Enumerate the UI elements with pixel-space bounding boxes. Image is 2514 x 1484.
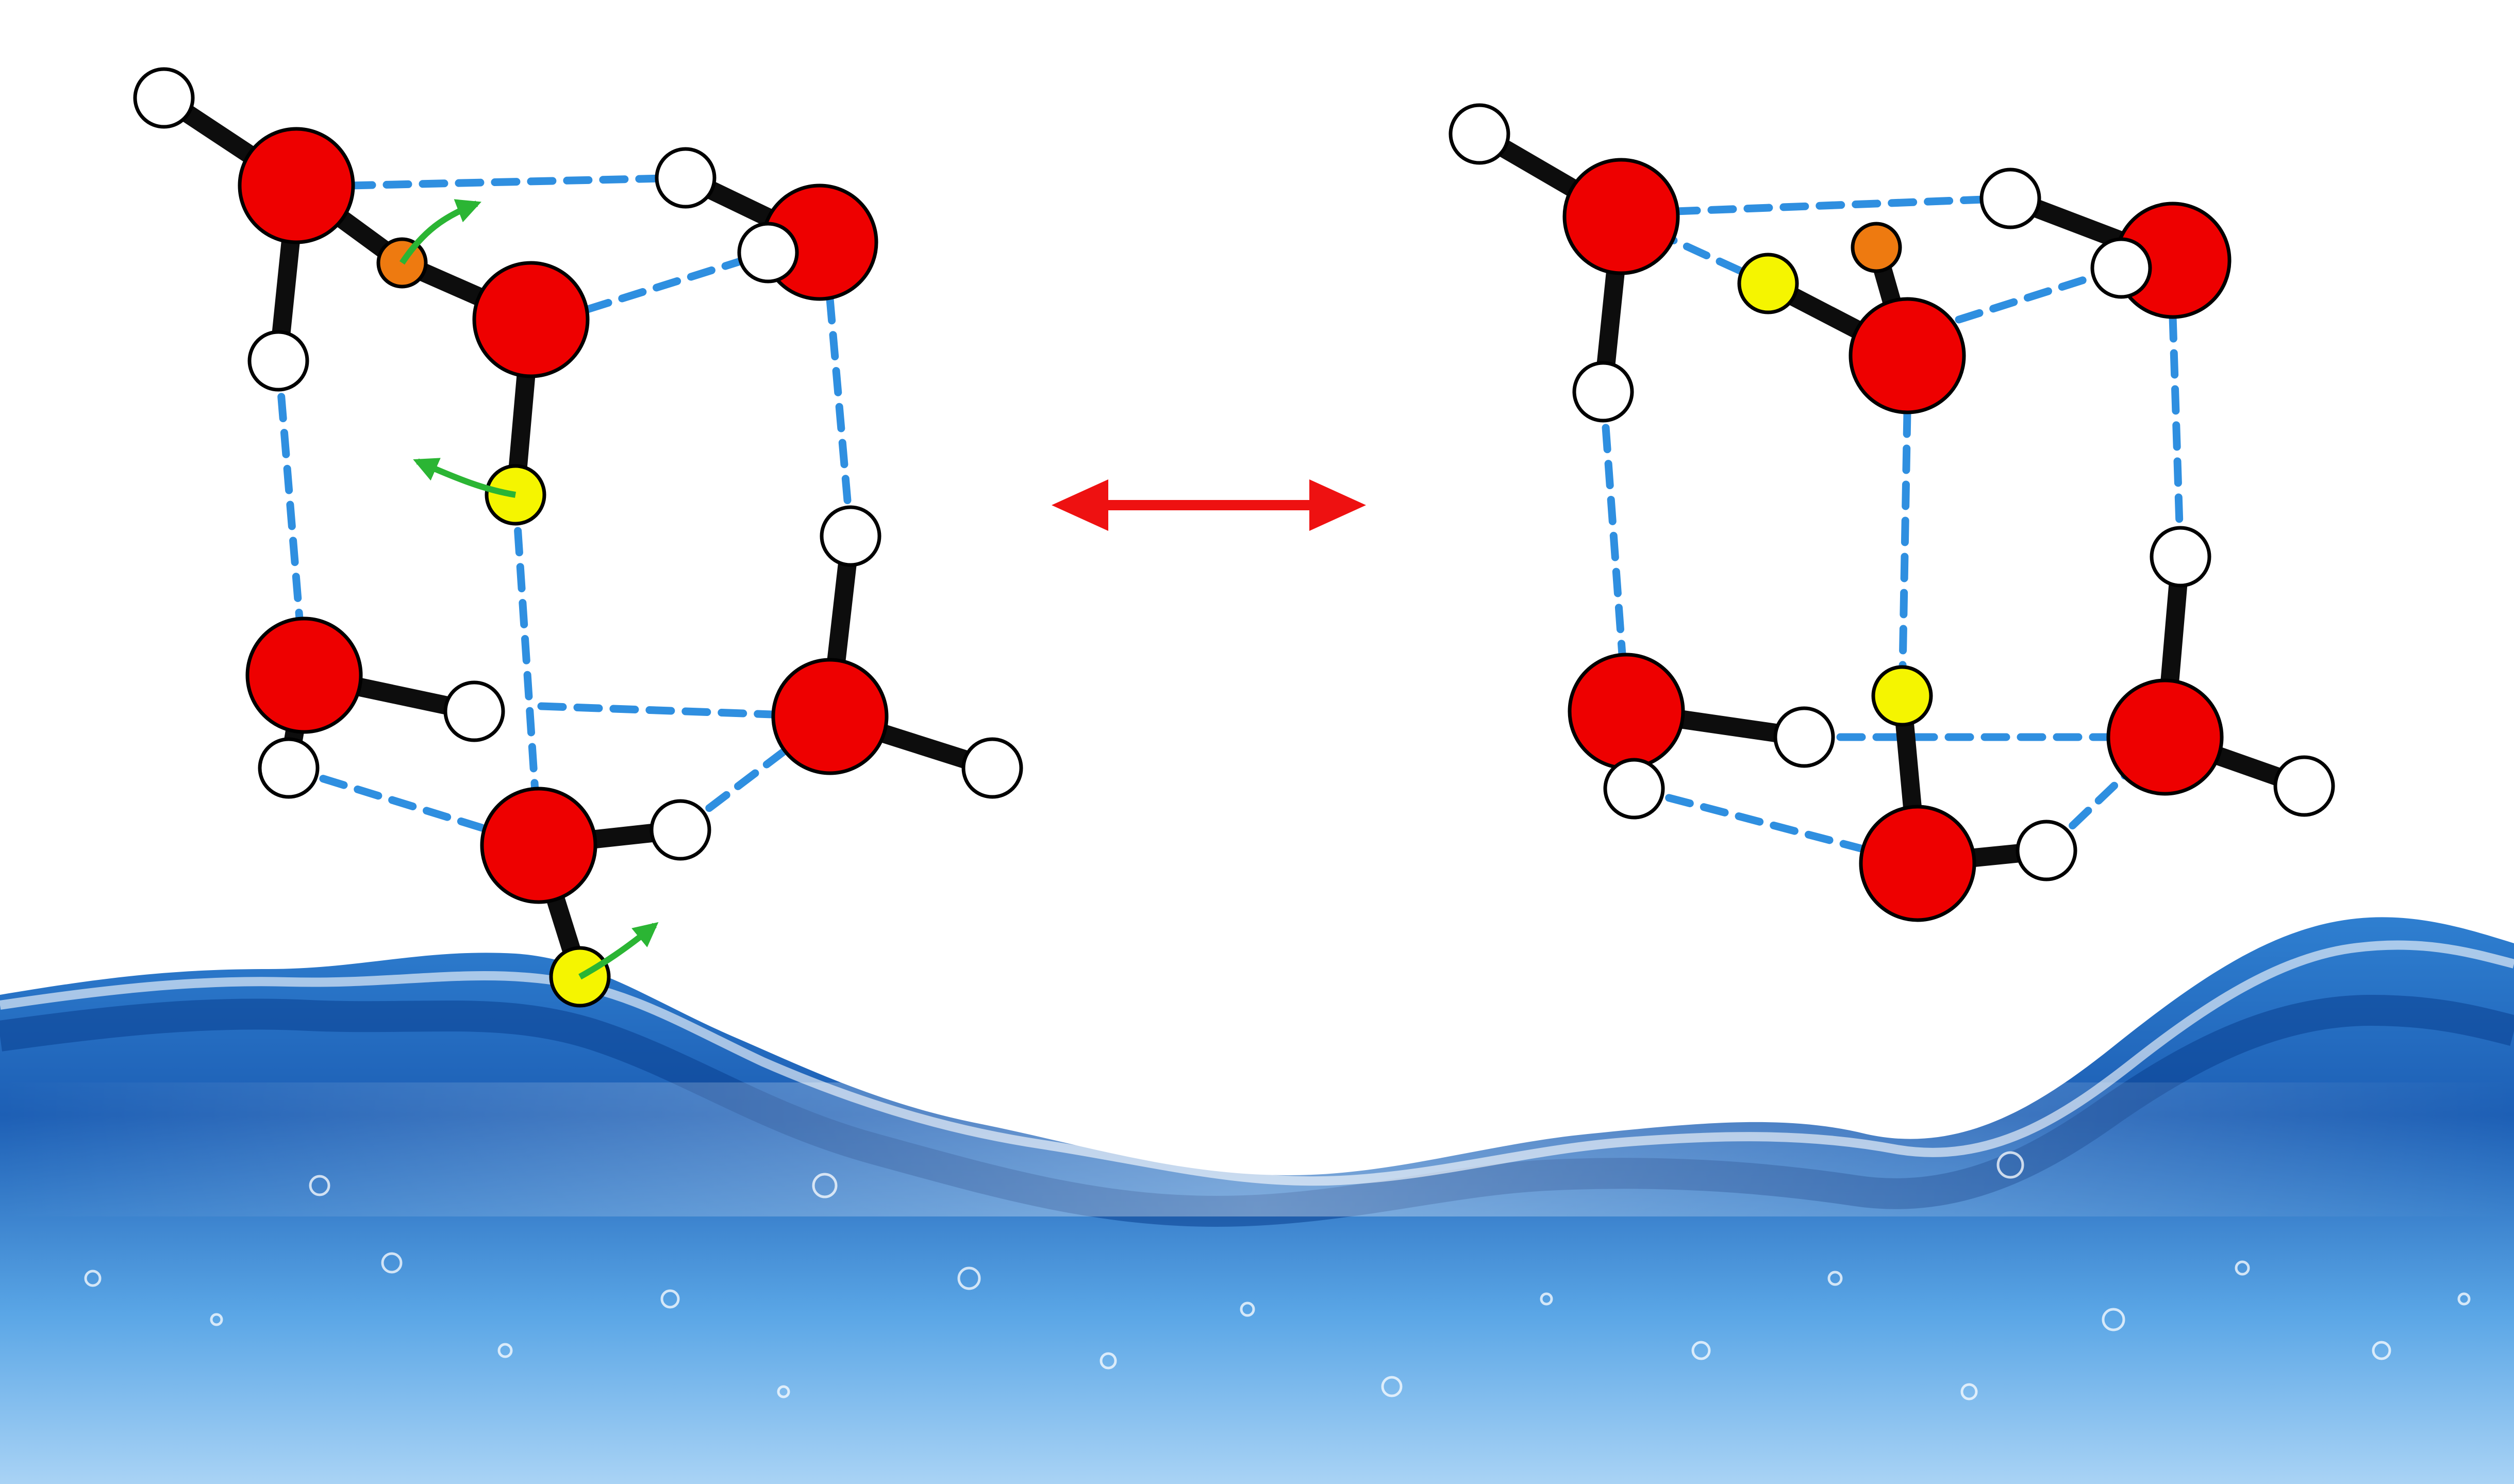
water-bubble	[2372, 1341, 2391, 1360]
water-bubble	[381, 1252, 403, 1274]
oxygen-atom	[2106, 678, 2224, 796]
oxygen-atom	[1562, 158, 1680, 275]
water-bubble	[1381, 1376, 1403, 1397]
hydrogen-atom	[2016, 820, 2077, 881]
hydrogen-atom	[2090, 237, 2152, 299]
water-sheen	[0, 1082, 2514, 1216]
water-bubble	[309, 1175, 330, 1196]
transition-arrow-head-right	[1309, 479, 1366, 531]
hydrogen-bond	[1617, 212, 1772, 288]
oxygen-atom	[771, 658, 889, 775]
hydrogen-atom	[820, 505, 881, 567]
hydrogen-atom	[2273, 755, 2335, 817]
water-bubble	[1960, 1383, 1978, 1400]
water-bubble	[2457, 1292, 2471, 1306]
hydrogen-atom	[650, 799, 711, 861]
oxygen-atom	[238, 127, 355, 244]
transition-arrow-head-left	[1052, 479, 1108, 531]
water-surface	[0, 917, 2514, 1484]
water-bubble	[1827, 1271, 1843, 1286]
hydrogen-atom	[443, 680, 505, 742]
water-bubble	[660, 1289, 680, 1309]
atom-layer	[1449, 103, 2335, 922]
water-bubble	[1691, 1341, 1711, 1360]
hydrogen-atom-migrating	[1851, 222, 1902, 273]
water-bubble	[777, 1385, 790, 1398]
hydrogen-bond	[584, 248, 772, 313]
water-bubble	[2235, 1260, 2250, 1276]
hydrogen-bond	[826, 295, 855, 540]
water-bubble	[957, 1266, 981, 1290]
motion-arrow	[578, 922, 659, 980]
motion-arrow	[413, 458, 516, 498]
oxygen-atom	[1859, 805, 1976, 922]
water-bubble	[1540, 1292, 1553, 1306]
oxygen-atom	[1568, 653, 1685, 770]
hydrogen-atom	[133, 67, 195, 129]
hydrogen-bond	[2169, 313, 2185, 561]
water-bubble	[1406, 1076, 1440, 1110]
oxygen-atom	[1849, 297, 1966, 414]
oxygen-atom	[480, 787, 597, 904]
oxygen-atom	[245, 616, 363, 734]
hydrogen-atom	[1979, 168, 2041, 229]
motion-arrow	[399, 199, 481, 265]
water-bubble	[1996, 1151, 2024, 1179]
hydrogen-atom	[737, 222, 799, 284]
right-water-cage	[1449, 103, 2335, 922]
hydrogen-bond	[1671, 194, 2014, 215]
motion-arrow-layer	[399, 199, 659, 980]
left-water-cage	[133, 67, 1023, 1008]
hydrogen-atom-highlighted	[1737, 253, 1799, 314]
water-bubble	[812, 1173, 838, 1198]
water-bubble	[2102, 1308, 2125, 1331]
transition-double-arrow	[1052, 479, 1366, 531]
water-bubble	[210, 1313, 223, 1326]
oxygen-atom	[472, 261, 590, 378]
atom-layer	[133, 67, 1023, 1008]
water-bubble	[84, 1270, 102, 1287]
hydrogen-atom	[2150, 526, 2211, 588]
hydrogen-atom	[1773, 706, 1835, 768]
hydrogen-atom	[1449, 103, 1510, 165]
hydrogen-atom	[961, 737, 1023, 799]
water-bubble	[1240, 1302, 1255, 1317]
hydrogen-atom	[655, 147, 717, 209]
hydrogen-atom	[258, 737, 320, 799]
hydrogen-atom	[1572, 361, 1634, 423]
hydrogen-bond	[346, 174, 690, 190]
hydrogen-atom-highlighted	[1871, 665, 1933, 727]
hydrogen-atom	[1603, 758, 1665, 820]
hydrogen-bond	[511, 491, 543, 849]
hydrogen-atom	[247, 330, 309, 392]
hydrogen-bond	[1630, 785, 1922, 868]
hydrogen-bond	[1898, 408, 1911, 700]
water-bubble	[497, 1343, 513, 1358]
hydrogen-bond	[2042, 733, 2169, 855]
water-bubble	[1100, 1352, 1117, 1370]
